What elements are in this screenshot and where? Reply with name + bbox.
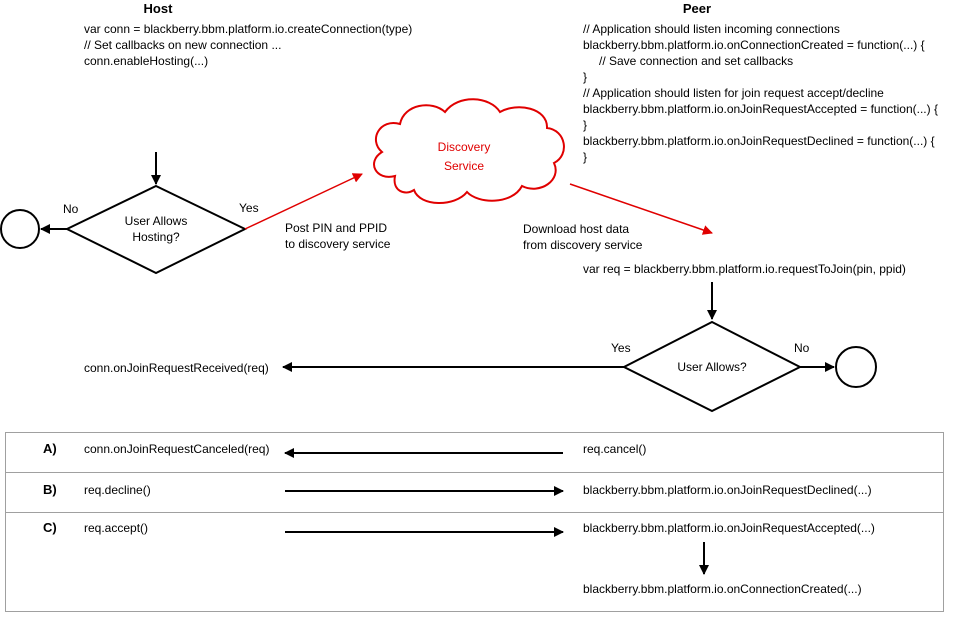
- host-code-line: var conn = blackberry.bbm.platform.io.cr…: [84, 22, 412, 36]
- row-c-key: C): [43, 520, 57, 535]
- peer-code-line: blackberry.bbm.platform.io.onConnectionC…: [583, 38, 925, 52]
- host-yes-label: Yes: [239, 201, 259, 215]
- row-a-peer: req.cancel(): [583, 442, 646, 456]
- row-b-key: B): [43, 482, 57, 497]
- host-no-label: No: [63, 202, 79, 216]
- peer-decision-diamond: [621, 320, 803, 413]
- host-decision-label: Hosting?: [132, 230, 180, 244]
- download-arrow: [569, 183, 713, 235]
- row-a-host: conn.onJoinRequestCanceled(req): [84, 442, 269, 456]
- peer-code-line: // Application should listen incoming co…: [583, 22, 840, 36]
- download-label: Download host data: [523, 222, 629, 236]
- row-c-host: req.accept(): [84, 521, 148, 535]
- host-code-line: conn.enableHosting(...): [84, 54, 208, 68]
- peer-code-line: // Save connection and set callbacks: [599, 54, 793, 68]
- peer-code-line: blackberry.bbm.platform.io.onJoinRequest…: [583, 134, 935, 148]
- peer-yes-label: Yes: [611, 341, 631, 355]
- peer-code-line: blackberry.bbm.platform.io.onJoinRequest…: [583, 102, 938, 116]
- peer-header: Peer: [683, 1, 711, 16]
- host-decision-label: User Allows: [125, 214, 188, 228]
- row-c-followup: blackberry.bbm.platform.io.onConnectionC…: [583, 582, 862, 596]
- join-request-received: conn.onJoinRequestReceived(req): [84, 361, 269, 375]
- host-end-circle: [0, 209, 40, 249]
- peer-no-label: No: [794, 341, 810, 355]
- peer-code-line: }: [583, 150, 587, 164]
- host-decision-diamond: [64, 184, 248, 275]
- download-label: from discovery service: [523, 238, 643, 252]
- cloud-label: Discovery: [438, 140, 491, 154]
- peer-decision-label: User Allows?: [677, 360, 747, 374]
- row-a-key: A): [43, 441, 57, 456]
- peer-code-line: }: [583, 118, 587, 132]
- row-b-host: req.decline(): [84, 483, 151, 497]
- peer-end-circle: [835, 346, 877, 388]
- host-code-line: // Set callbacks on new connection ...: [84, 38, 281, 52]
- host-header: Host: [144, 1, 174, 16]
- row-c-peer: blackberry.bbm.platform.io.onJoinRequest…: [583, 521, 875, 535]
- outcome-table: [5, 432, 944, 612]
- cloud-label: Service: [444, 159, 484, 173]
- row-b-peer: blackberry.bbm.platform.io.onJoinRequest…: [583, 483, 872, 497]
- post-label: to discovery service: [285, 237, 391, 251]
- request-to-join-call: var req = blackberry.bbm.platform.io.req…: [583, 262, 906, 276]
- peer-code-line: // Application should listen for join re…: [583, 86, 884, 100]
- post-arrow: [244, 173, 363, 230]
- discovery-cloud: [373, 98, 565, 204]
- peer-code-line: }: [583, 70, 587, 84]
- post-label: Post PIN and PPID: [285, 221, 387, 235]
